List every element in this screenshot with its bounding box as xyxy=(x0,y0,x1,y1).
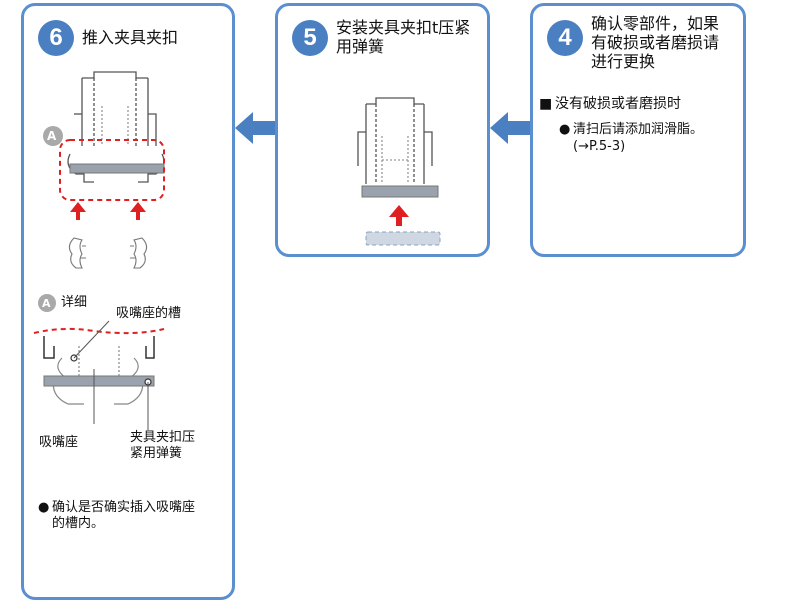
step-4-title-line3: 进行更换 xyxy=(591,52,656,71)
step-5-panel: 5 安装夹具夹扣t压紧 用弹簧 xyxy=(275,3,490,257)
clip-spring-label-line1: 夹具夹扣压 xyxy=(130,430,196,445)
bullet-icon: ● xyxy=(38,500,50,515)
detail-marker-a-small-label: A xyxy=(42,297,51,310)
highlight-box xyxy=(59,139,165,201)
detail-heading: 详细 xyxy=(61,295,88,310)
up-arrow-icon xyxy=(389,205,409,226)
step-6-panel: 6 推入夹具夹扣 xyxy=(21,3,235,600)
clip-insertion-illustration xyxy=(43,71,165,269)
step-6-note-line2: 的槽内。 xyxy=(52,516,105,531)
detail-marker-a-label: A xyxy=(47,129,57,143)
detail-marker-a-small xyxy=(38,294,56,312)
step-6-note-line1: 确认是否确实插入吸嘴座 xyxy=(52,500,196,515)
step-4-reference: (→P.5-3) xyxy=(573,139,626,154)
nozzle-holder-label: 吸嘴座 xyxy=(39,435,79,450)
clip-spring-label-line2: 紧用弹簧 xyxy=(130,446,183,461)
detail-marker-a xyxy=(43,126,63,146)
step-6-badge: 6 xyxy=(38,20,74,56)
push-arrows xyxy=(70,202,146,220)
step-4-badge: 4 xyxy=(547,20,583,56)
up-arrow-icon xyxy=(70,202,86,220)
left-arrow-icon xyxy=(235,112,277,144)
step-6-title: 推入夹具夹扣 xyxy=(82,28,179,47)
left-arrow-icon xyxy=(490,112,532,144)
detail-illustration xyxy=(33,320,165,430)
bullet-icon: ● xyxy=(559,122,571,137)
step-5-title-line1: 安装夹具夹扣t压紧 xyxy=(336,18,471,37)
up-arrow-icon xyxy=(130,202,146,220)
step-4-action: 清扫后请添加润滑脂。 xyxy=(573,122,704,137)
step-5-badge: 5 xyxy=(292,20,328,56)
clip-parts xyxy=(68,237,148,269)
spring-part xyxy=(365,231,441,246)
square-bullet-icon: ■ xyxy=(539,96,553,112)
step-4-title-line1: 确认零部件，如果 xyxy=(591,14,720,33)
step-4-condition: 没有破损或者磨损时 xyxy=(555,96,681,112)
step-4-panel: 4 确认零部件，如果 有破损或者磨损请 进行更换 ■ 没有破损或者磨损时 ● 清… xyxy=(530,3,746,257)
step-5-title-line2: 用弹簧 xyxy=(336,37,385,56)
nozzle-groove-label: 吸嘴座的槽 xyxy=(116,306,182,321)
step-4-title-line2: 有破损或者磨损请 xyxy=(591,33,720,52)
spring-install-illustration xyxy=(357,97,441,246)
